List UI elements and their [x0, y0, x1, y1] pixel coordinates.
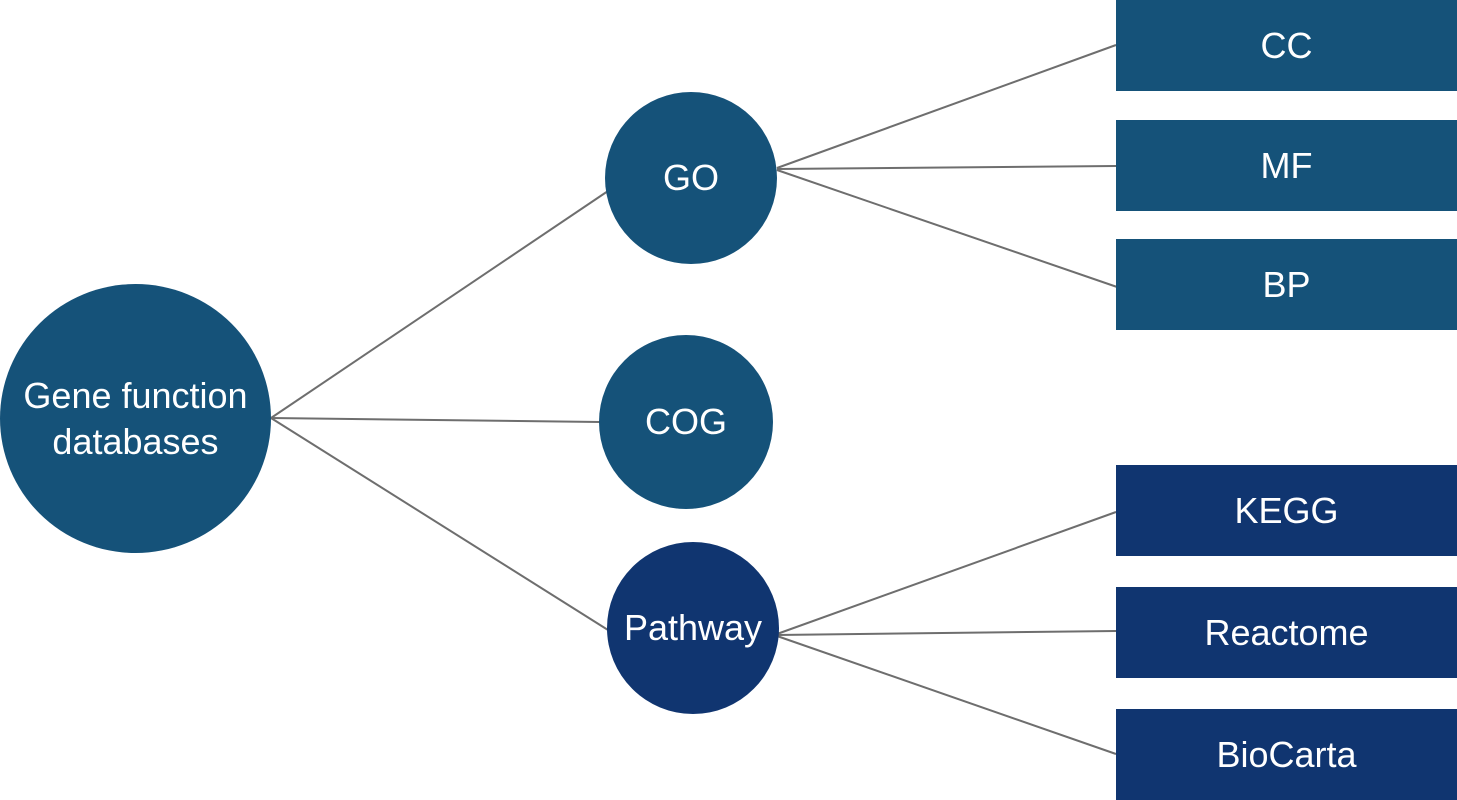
connector-go-bp	[776, 169, 1121, 289]
leaf-label-kegg: KEGG	[1234, 489, 1339, 531]
connector-pathway-reactome	[776, 630, 1117, 636]
leaf-box-bp: BP	[1116, 239, 1457, 330]
connector-pathway-kegg	[776, 511, 1117, 635]
category-node-go: GO	[605, 92, 777, 264]
root-node-label: Gene function databases	[23, 374, 248, 462]
category-node-cog: COG	[599, 335, 773, 509]
category-node-pathway: Pathway	[607, 542, 779, 714]
connector-go-cc	[776, 44, 1117, 169]
category-label-go: GO	[662, 157, 719, 198]
connector-root-go	[270, 190, 609, 419]
leaf-label-cc: CC	[1260, 24, 1313, 66]
root-node-gene-function-databases: Gene function databases	[0, 284, 271, 553]
leaf-box-biocarta: BioCarta	[1116, 709, 1457, 800]
connector-root-pathway	[270, 417, 609, 631]
leaf-box-mf: MF	[1116, 120, 1457, 211]
leaf-label-reactome: Reactome	[1204, 611, 1369, 653]
leaf-box-reactome: Reactome	[1116, 587, 1457, 678]
leaf-box-cc: CC	[1116, 0, 1457, 91]
category-label-cog: COG	[644, 401, 727, 442]
connector-pathway-biocarta	[776, 635, 1117, 755]
leaf-label-bp: BP	[1262, 263, 1311, 305]
connector-root-cog	[270, 417, 601, 423]
leaf-label-mf: MF	[1260, 144, 1313, 186]
leaf-box-kegg: KEGG	[1116, 465, 1457, 556]
leaf-label-biocarta: BioCarta	[1216, 733, 1357, 775]
connector-go-mf	[776, 165, 1117, 170]
category-label-pathway: Pathway	[623, 607, 763, 648]
